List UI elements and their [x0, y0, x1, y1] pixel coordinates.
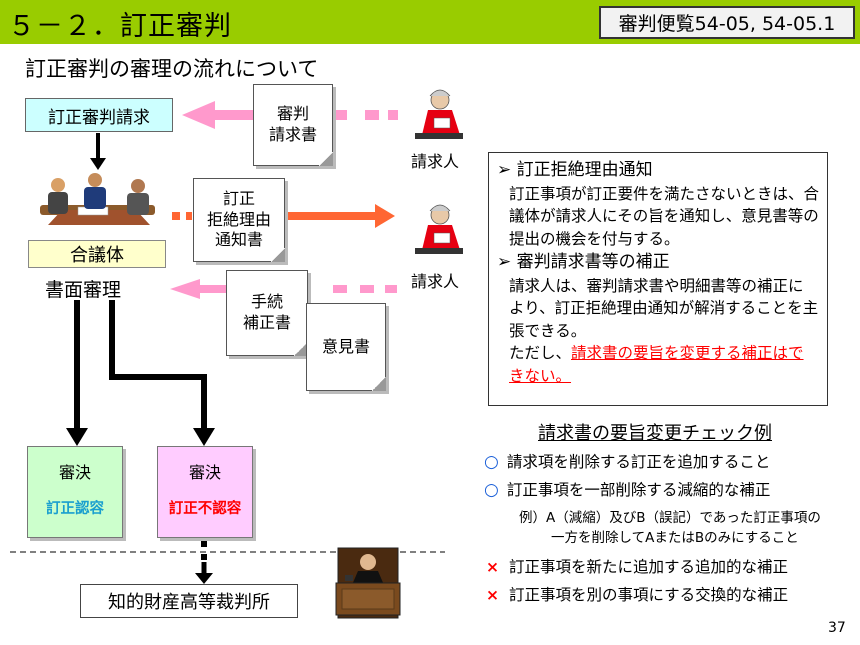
orange-arrow-body [285, 212, 375, 220]
circle-mark-icon: ○ [484, 452, 499, 472]
decision-approved: 審決 訂正認容 [27, 446, 123, 538]
requester-label-2: 請求人 [411, 272, 460, 291]
checklist-example: 例）A（減縮）及びB（誤記）であった訂正事項の 一方を削除してAまたはBのみにす… [519, 510, 821, 547]
council-meeting-icon [40, 173, 155, 225]
pink-dash [365, 110, 379, 120]
to-ok-head [66, 428, 88, 446]
subtitle: 訂正審判の審理の流れについて [25, 57, 319, 81]
page-title: ５－２．訂正審判 [8, 11, 232, 42]
requester-icon-1 [415, 89, 463, 139]
to-ng-head [193, 428, 215, 446]
header-bar: ５－２．訂正審判 審判便覧54-05, 54-05.1 [0, 0, 860, 44]
pink-dash [385, 285, 397, 293]
pink-dash [333, 285, 347, 293]
circle-mark-icon: ○ [484, 480, 499, 500]
decision-result: 訂正認容 [46, 501, 104, 517]
reference-box: 審判便覧54-05, 54-05.1 [599, 6, 855, 39]
request-arrow-head [90, 158, 106, 170]
council-box: 合議体 [28, 240, 166, 268]
checklist-item: ×訂正事項を新たに追加する追加的な補正 [486, 558, 789, 576]
info-box: ➢ 訂正拒絶理由通知 訂正事項が訂正要件を満たさないときは、合議体が請求人にその… [488, 152, 828, 406]
court-dot [201, 541, 207, 547]
requester-icon-2 [415, 204, 463, 254]
orange-dash [186, 212, 192, 220]
cross-mark-icon: × [486, 558, 499, 576]
cross-mark-icon: × [486, 586, 499, 604]
court-arrow-head [195, 573, 213, 584]
court-dot [201, 554, 207, 560]
info-red-note: 請求書の要旨を変更する補正はできない。 [509, 344, 804, 385]
ip-high-court-box: 知的財産高等裁判所 [80, 584, 298, 618]
judge-icon [335, 547, 401, 619]
checklist-title: 請求書の要旨変更チェック例 [538, 423, 772, 444]
decision-title: 審決 [188, 463, 221, 482]
pink-dash [360, 285, 374, 293]
orange-dash [172, 212, 180, 220]
info-item-1-title: ➢ 訂正拒絶理由通知 [497, 160, 653, 180]
info-item-1-body: 訂正事項が訂正要件を満たさないときは、合議体が請求人にその旨を通知し、意見書等の… [509, 184, 820, 248]
request-box: 訂正審判請求 [25, 98, 173, 132]
requester-label-1: 請求人 [411, 152, 460, 171]
refusal-notice-document: 訂正 拒絶理由 通知書 [193, 178, 285, 262]
orange-arrow-head [375, 204, 395, 228]
written-examination-label: 書面審理 [45, 279, 122, 301]
pink-arrow-head [170, 279, 200, 299]
info-item-2-note: ただし、請求書の要旨を変更する補正はできない。 [509, 344, 804, 385]
info-item-2-title: ➢ 審判請求書等の補正 [497, 252, 670, 273]
page-number: 37 [828, 620, 846, 636]
decision-rejected: 審決 訂正不認容 [157, 446, 253, 538]
pink-dash [388, 110, 398, 120]
checklist-item: ×訂正事項を別の事項にする交換的な補正 [486, 586, 789, 604]
pink-dash [335, 110, 347, 120]
procedure-amendment-document: 手続 補正書 [226, 270, 308, 356]
request-document: 審判 請求書 [253, 84, 333, 166]
pink-arrow-head [182, 101, 215, 129]
decision-title: 審決 [58, 463, 91, 482]
info-item-2-body: 請求人は、審判請求書や明細書等の補正により、訂正拒絶理由通知が解消することを主張… [509, 276, 819, 340]
checklist-item: ○訂正事項を一部削除する減縮的な補正 [484, 480, 771, 500]
opinion-document: 意見書 [306, 303, 386, 391]
to-ng-line [109, 300, 207, 430]
checklist-item: ○請求項を削除する訂正を追加すること [484, 452, 771, 472]
decision-result: 訂正不認容 [168, 501, 242, 517]
